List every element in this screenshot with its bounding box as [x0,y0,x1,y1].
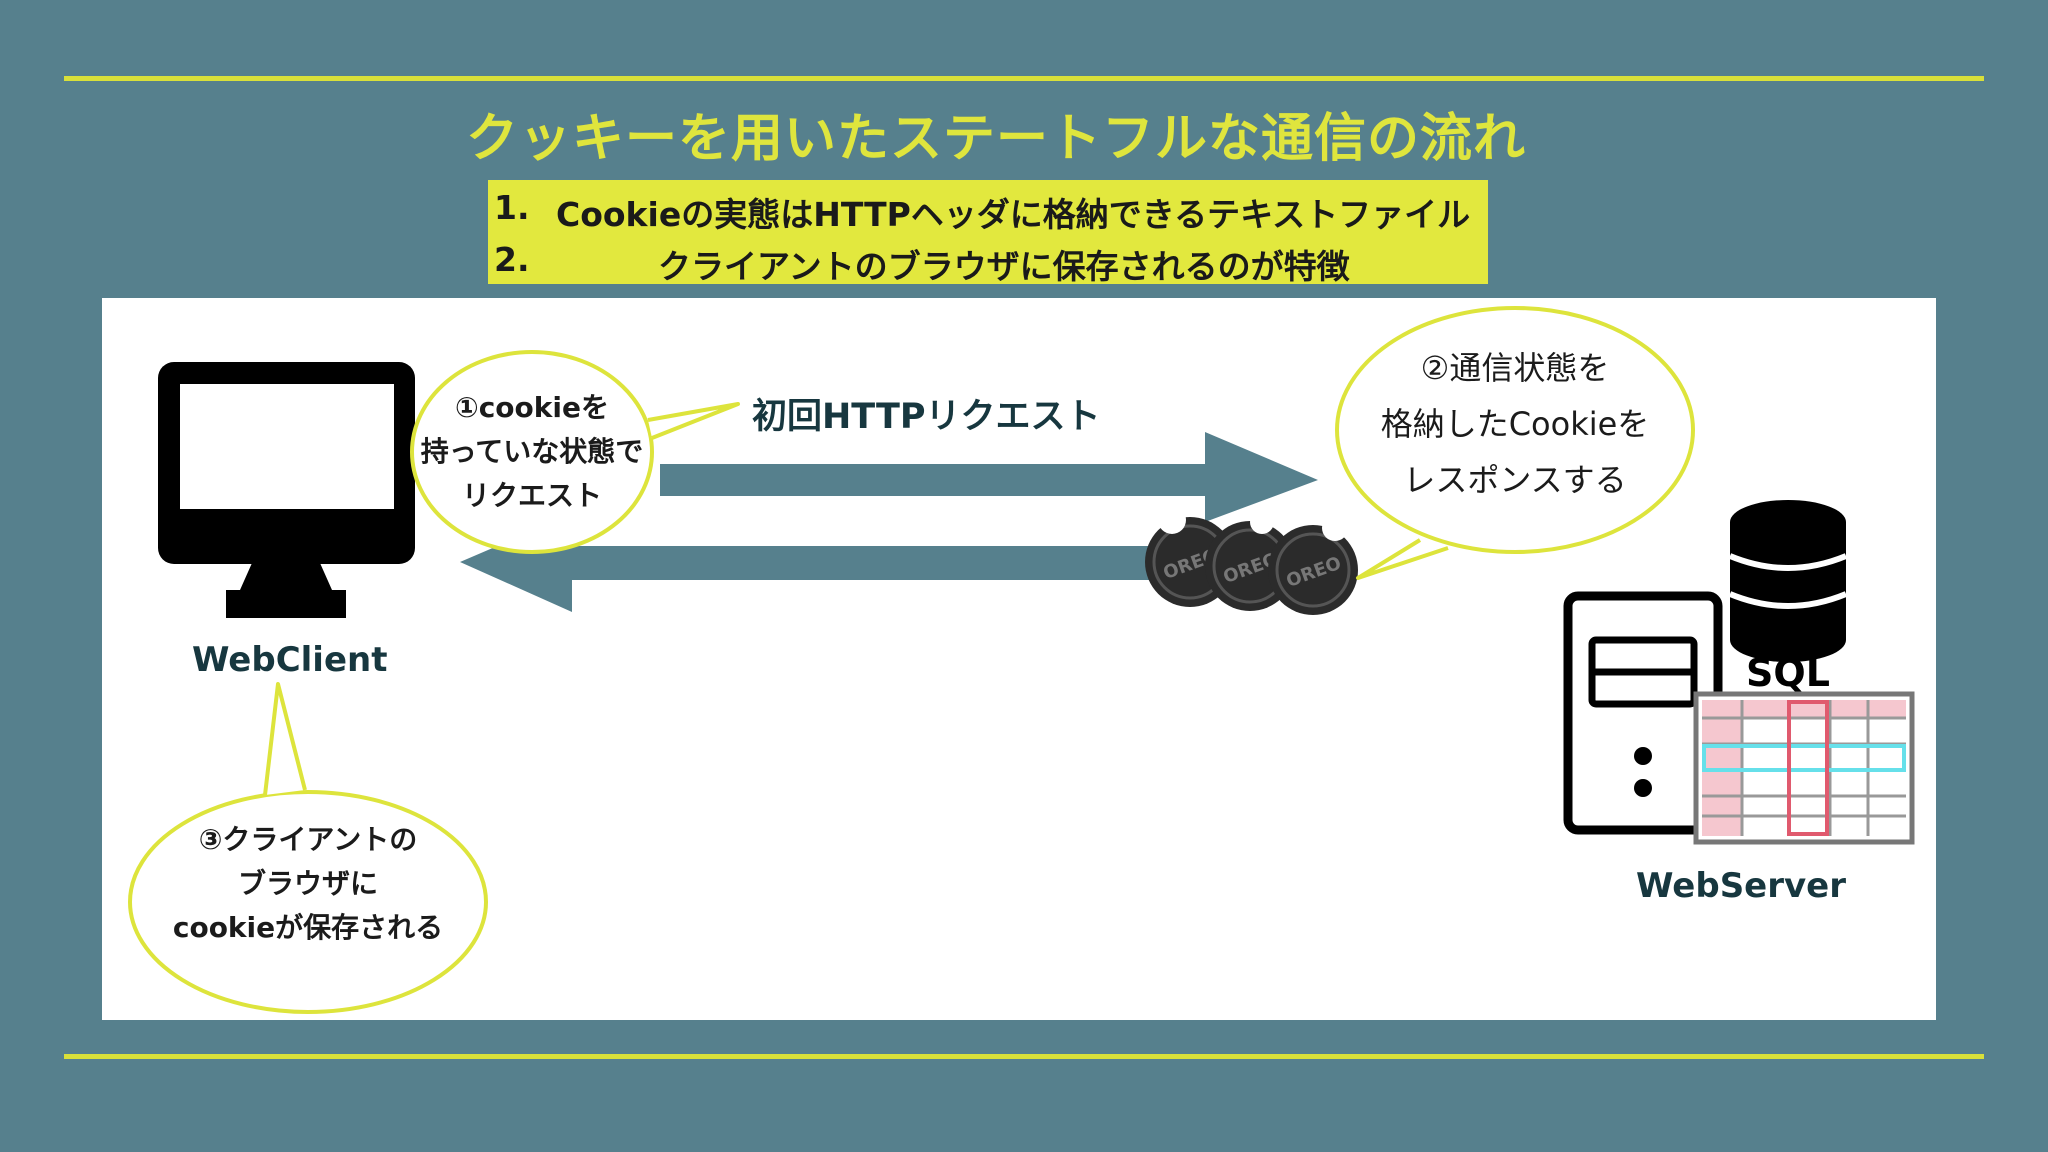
database-icon: SQL [1728,500,1848,695]
request-arrow [660,432,1318,522]
sql-label: SQL [1746,651,1830,695]
feature-item-2: 2. クライアントのブラウザに保存されるのが特徴 [494,240,1350,286]
request-label: 初回HTTPリクエスト [752,397,1101,437]
speech-bubble-3 [128,682,488,1014]
bubble-3-text: ③クライアントの ブラウザに cookieが保存される [172,823,444,944]
feature-list: 1. Cookieの実態はHTTPヘッダに格納できるテキストファイル 2. クラ… [488,180,1488,286]
speech-bubble-2 [1335,306,1695,580]
speech-bubble-1 [410,350,740,554]
table-grid-icon [1693,691,1915,845]
top-rule [64,76,1984,81]
feature-item-1: 1. Cookieの実態はHTTPヘッダに格納できるテキストファイル [494,188,1471,234]
monitor-icon [158,362,415,618]
slide-title: クッキーを用いたステートフルな通信の流れ [465,109,1526,169]
webserver-label: WebServer [1636,866,1846,906]
webclient-label: WebClient [192,640,388,680]
server-icon [1563,591,1723,835]
bottom-rule [64,1054,1984,1059]
bubble-1-text: ①cookieを 持っていな状態で リクエスト [420,391,644,512]
cookie-icon: OREO OREO OREO [1145,506,1358,615]
response-arrow [460,514,1200,612]
bubble-2-text: ②通信状態を 格納したCookieを レスポンスする [1380,349,1650,499]
